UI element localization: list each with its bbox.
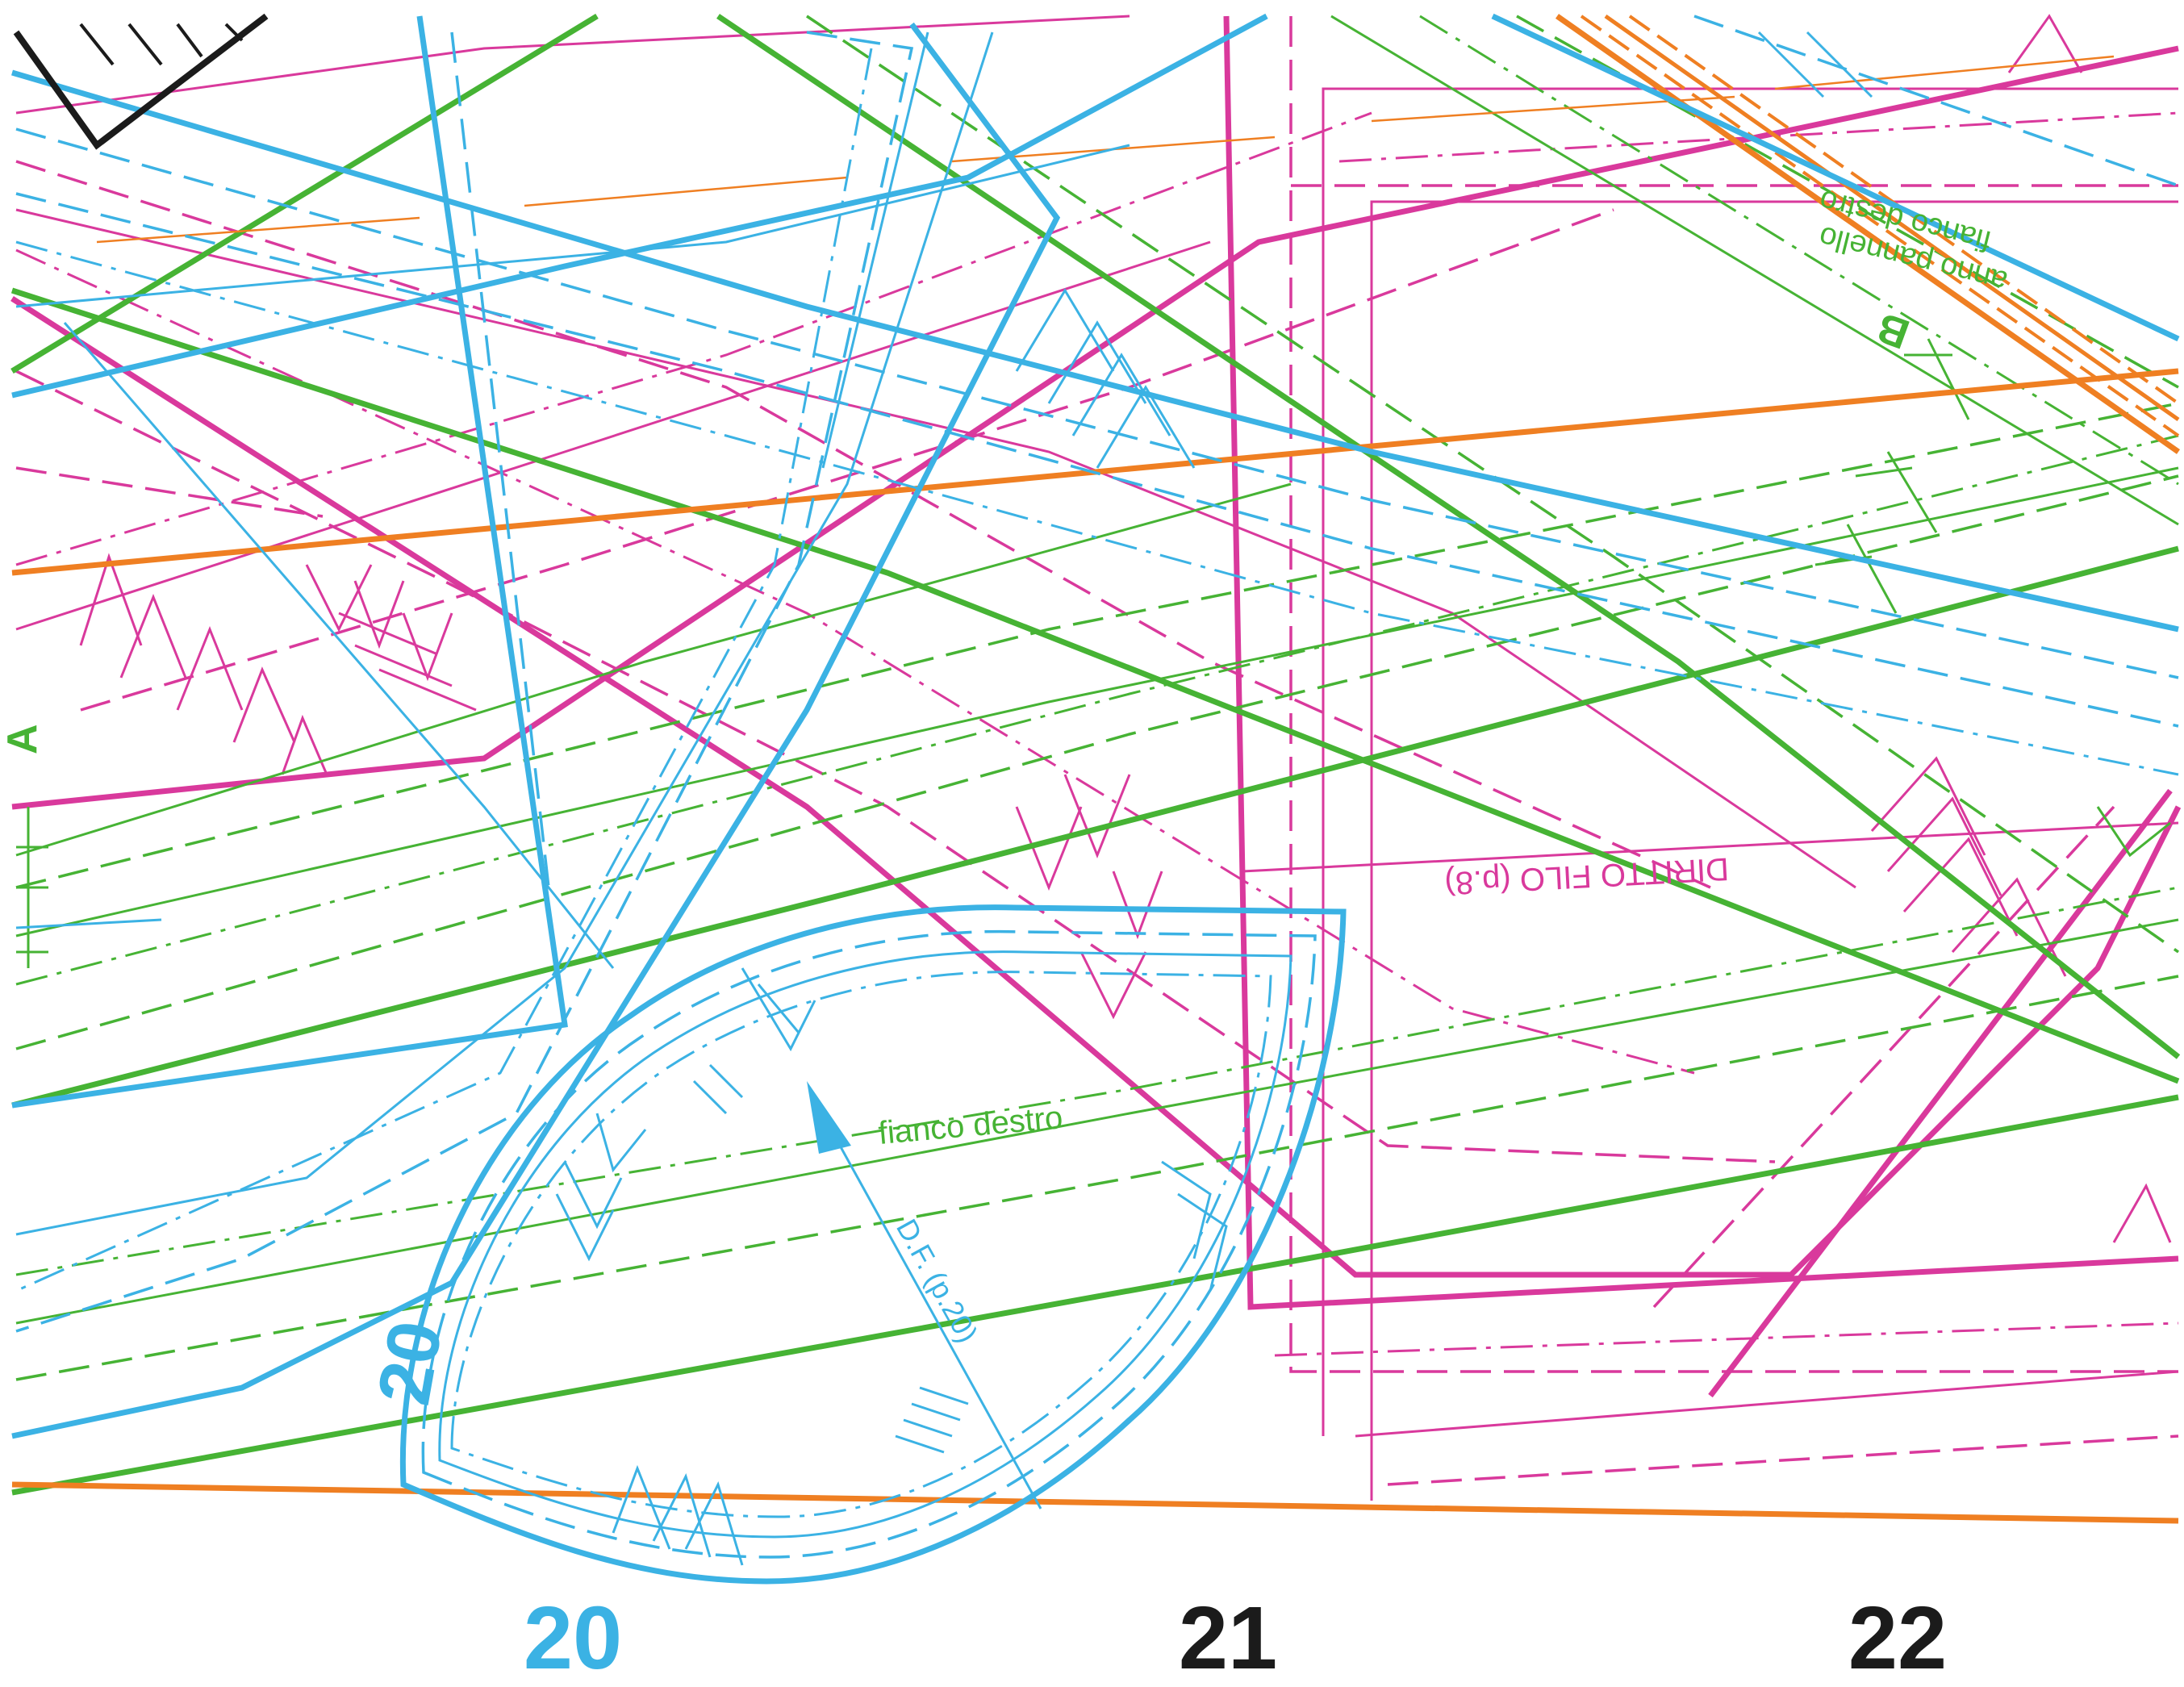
green-cut-line-b [10,287,2180,1084]
orange-cut-line-b [11,1481,2179,1524]
cyan-pattern-lines [11,13,2180,1439]
piece-20-grain-line [829,1129,1042,1510]
registration-corner-mark [13,13,269,150]
piece-20-grain-arrow-icon [807,1081,851,1154]
piece-20-number: 20 [362,1315,457,1411]
magenta-cut-line-b [10,296,2182,1278]
green-cut-line-e [11,1094,2179,1496]
piece-label-b: B [1871,303,1915,357]
green-cut-line-d [11,545,2179,1109]
size-label-21: 21 [1179,1589,1277,1687]
cyan-cut-line-a [11,69,2179,633]
cyan-cut-line-d [11,22,1061,1439]
piece-20-cut-line [399,904,1347,1585]
cyan-cut-line-c [11,15,568,1109]
piece-20-fianco-destro [399,904,1347,1585]
size-label-22: 22 [1848,1589,1947,1687]
orange-fold-band [1555,14,2181,454]
magenta-cut-line-d [1708,788,2173,1398]
cyan-cut-line-b [11,13,1268,399]
size-label-20: 20 [524,1589,622,1687]
magenta-cut-line-c [1223,15,2179,1310]
green-cut-line-c [716,14,2181,1059]
piece-label-a: A [0,724,46,754]
green-cut-line-a [10,14,599,374]
